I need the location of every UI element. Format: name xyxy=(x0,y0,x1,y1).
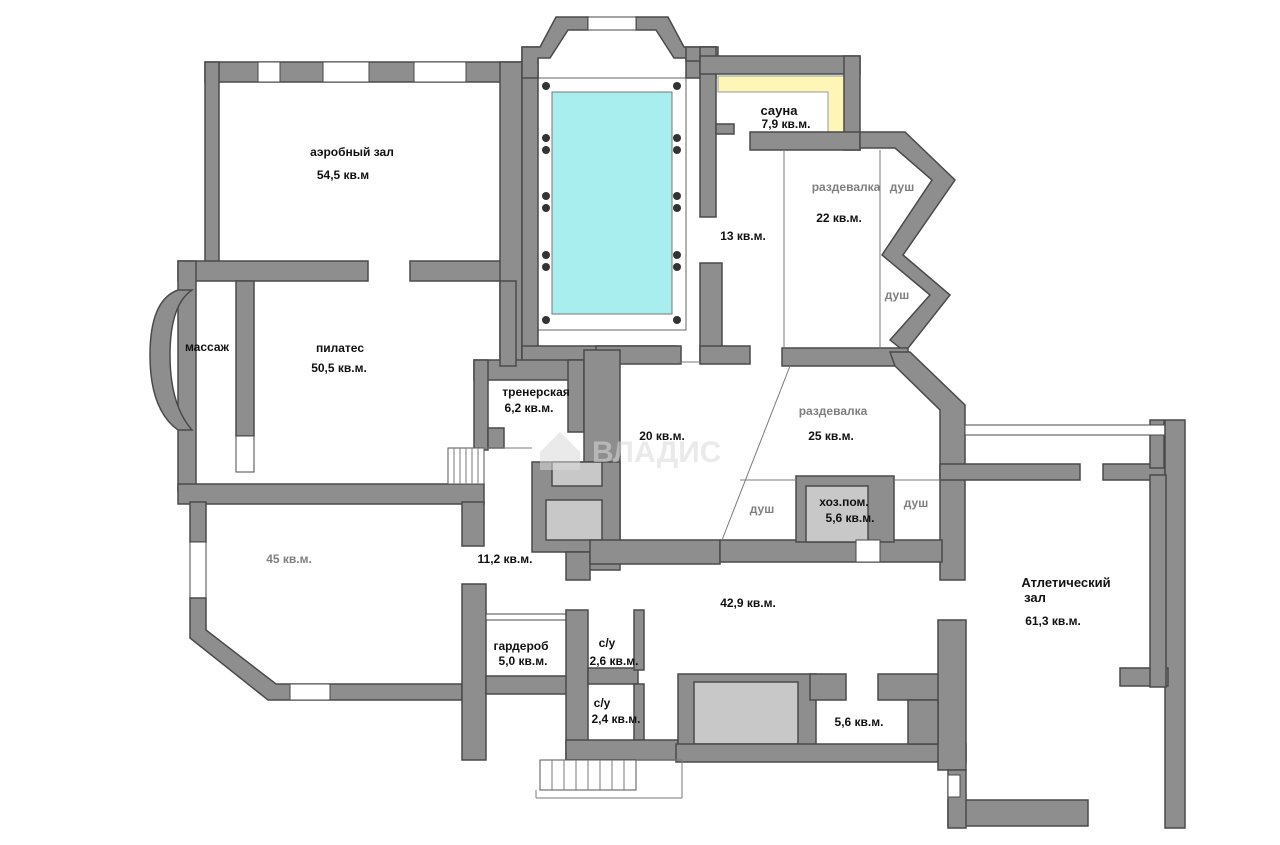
hall112-area: 11,2 кв.м. xyxy=(478,552,533,566)
wc1-name: с/у xyxy=(599,636,616,650)
walls xyxy=(149,16,1186,829)
locker1-area: 22 кв.м. xyxy=(816,211,862,225)
utility-name: хоз.пом. xyxy=(819,495,868,509)
room56-area: 5,6 кв.м. xyxy=(835,715,884,729)
trainer-area: 6,2 кв.м. xyxy=(505,401,554,415)
partitions xyxy=(678,150,940,541)
massage-name: массаж xyxy=(185,340,230,354)
locker1-name: раздевалка xyxy=(812,180,881,194)
aerobic-area: 54,5 кв.м xyxy=(317,168,369,182)
room-labels: аэробный зал 54,5 кв.м пилатес 50,5 кв.м… xyxy=(185,103,1111,729)
hall429-area: 42,9 кв.м. xyxy=(720,596,776,610)
sauna-name: сауна xyxy=(761,103,799,118)
pool-corridor-area: 13 кв.м. xyxy=(720,229,766,243)
wc1-area: 2,6 кв.м. xyxy=(590,654,639,668)
trainer-name: тренерская xyxy=(502,385,570,399)
wc2-name: с/у xyxy=(594,696,611,710)
cloakroom-area: 5,0 кв.м. xyxy=(499,654,548,668)
pool-posts xyxy=(542,82,681,324)
gym-name-line2: зал xyxy=(1024,590,1046,605)
locker1-shower-b: душ xyxy=(885,288,909,302)
wc2-area: 2,4 кв.м. xyxy=(592,712,641,726)
locker2-name: раздевалка xyxy=(799,404,868,418)
pilates-name: пилатес xyxy=(316,341,364,355)
locker2-shower-b: душ xyxy=(904,496,928,510)
aerobic-name: аэробный зал xyxy=(310,145,394,159)
sauna-area: 7,9 кв.м. xyxy=(762,117,811,131)
room20-area: 20 кв.м. xyxy=(639,429,685,443)
stairs-lower xyxy=(535,759,683,799)
locker2-area: 25 кв.м. xyxy=(808,429,854,443)
cloakroom-name: гардероб xyxy=(493,639,548,653)
pool-water xyxy=(551,91,673,315)
watermark-text: ВЛАДИС xyxy=(592,436,721,469)
house-logo-icon xyxy=(540,432,580,470)
locker2-shower-a: душ xyxy=(750,502,774,516)
gym-area: 61,3 кв.м. xyxy=(1025,614,1081,628)
gym-name-line1: Атлетический xyxy=(1021,575,1110,590)
watermark: ВЛАДИС xyxy=(540,432,721,470)
locker1-shower-a: душ xyxy=(890,180,914,194)
pilates-area: 50,5 кв.м. xyxy=(311,361,367,375)
stairs-upper xyxy=(447,447,532,485)
utility-area: 5,6 кв.м. xyxy=(826,511,875,525)
hall45-area: 45 кв.м. xyxy=(266,552,312,566)
